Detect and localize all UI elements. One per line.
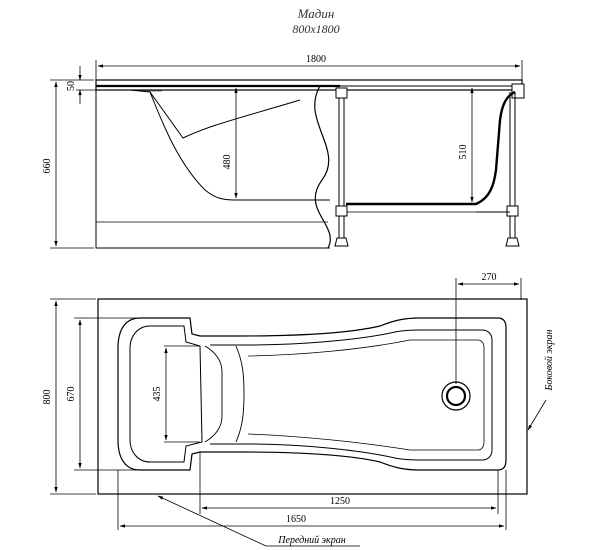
side-dimensions xyxy=(50,60,523,249)
dim-rim: 50 xyxy=(66,81,77,91)
side-panel-leader xyxy=(527,399,547,431)
dim-total-length: 1800 xyxy=(306,54,326,65)
front-panel-leader xyxy=(157,495,360,547)
side-panel-label: Боковой экран xyxy=(544,329,555,391)
dim-head-width: 435 xyxy=(152,387,163,402)
dim-depth-head: 480 xyxy=(222,155,233,170)
dim-bottom-length: 1250 xyxy=(330,496,350,507)
title-size: 800x1800 xyxy=(292,22,339,36)
side-break-line xyxy=(314,85,331,249)
dim-inner-length: 1650 xyxy=(286,514,306,525)
side-end-cap xyxy=(511,83,525,99)
title-model: Мадин xyxy=(297,6,335,21)
side-leg-left xyxy=(334,87,349,247)
dim-depth-foot: 510 xyxy=(458,145,469,160)
side-tub-foot-wall xyxy=(346,90,516,206)
dim-height: 660 xyxy=(42,159,53,174)
side-front-skirt xyxy=(95,90,330,249)
dim-width: 800 xyxy=(42,390,53,405)
side-tub-head-wall xyxy=(129,89,330,201)
dim-drain-offset: 270 xyxy=(482,272,497,283)
top-outer-rim xyxy=(97,298,528,495)
side-leg-right xyxy=(505,92,520,247)
top-dimensions xyxy=(50,278,547,547)
front-panel-label: Передний экран xyxy=(277,535,345,546)
top-head-rest xyxy=(129,325,203,463)
side-view xyxy=(95,79,525,249)
dim-inner-width: 670 xyxy=(66,387,77,402)
top-bowl-inner xyxy=(210,329,493,461)
